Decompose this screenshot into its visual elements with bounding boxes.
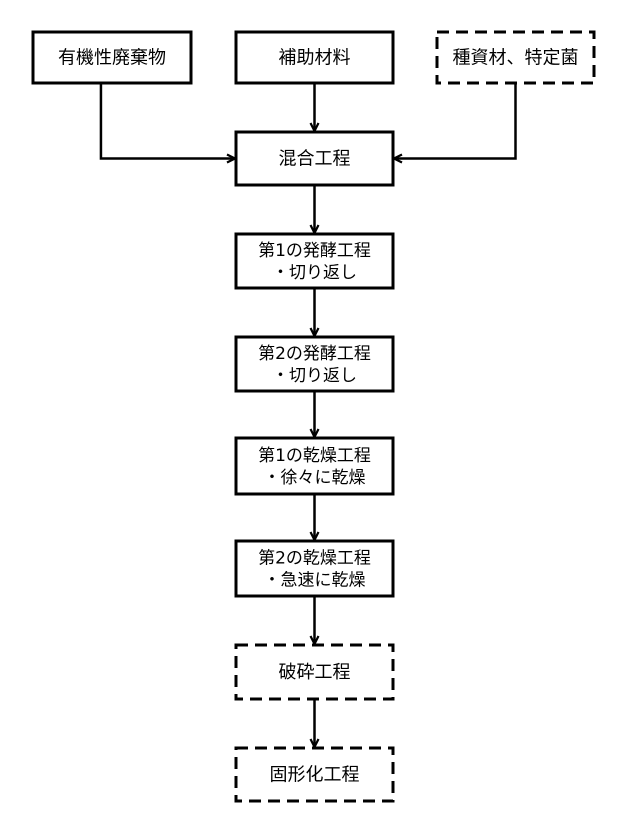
node-mixing-process-label-0: 混合工程 [279, 149, 351, 170]
node-solidification-process-label-0: 固形化工程 [270, 765, 360, 786]
node-fermentation-1-label-1: ・切り返し [272, 263, 357, 283]
node-drying-1: 第1の乾燥工程・徐々に乾燥 [234, 436, 395, 496]
node-seed-material-label-0: 種資材、特定菌 [453, 48, 579, 69]
node-drying-2-label-0: 第2の乾燥工程 [258, 549, 371, 569]
node-fermentation-2: 第2の発酵工程・切り返し [234, 335, 395, 393]
node-crushing-process-label-0: 破砕工程 [279, 662, 351, 683]
node-seed-material-box [435, 30, 596, 85]
node-organic-waste: 有機性廃棄物 [31, 30, 193, 85]
node-auxiliary-material-label-0: 補助材料 [279, 48, 351, 69]
node-drying-1-box [234, 436, 395, 496]
node-auxiliary-material: 補助材料 [234, 30, 395, 85]
node-solidification-process: 固形化工程 [234, 746, 395, 803]
node-drying-1-label-0: 第1の乾燥工程 [258, 446, 371, 466]
node-fermentation-1: 第1の発酵工程・切り返し [234, 232, 395, 290]
node-mixing-process-box [234, 130, 395, 187]
node-solidification-process-box [234, 746, 395, 803]
node-drying-2-box [234, 539, 395, 598]
node-organic-waste-label-0: 有機性廃棄物 [58, 48, 166, 69]
node-fermentation-1-label-0: 第1の発酵工程 [258, 241, 371, 261]
node-drying-1-label-1: ・徐々に乾燥 [264, 468, 366, 488]
node-drying-2: 第2の乾燥工程・急速に乾燥 [234, 539, 395, 598]
node-organic-waste-box [31, 30, 193, 85]
node-mixing-process: 混合工程 [234, 130, 395, 187]
node-fermentation-1-box [234, 232, 395, 290]
node-auxiliary-material-box [234, 30, 395, 85]
node-crushing-process: 破砕工程 [234, 643, 395, 701]
node-fermentation-2-label-1: ・切り返し [272, 366, 357, 386]
edge-organic-waste-to-mixing-process [99, 83, 235, 159]
edges-layer [99, 83, 517, 747]
nodes-layer: 有機性廃棄物補助材料種資材、特定菌混合工程第1の発酵工程・切り返し第2の発酵工程… [31, 30, 596, 803]
node-crushing-process-box [234, 643, 395, 701]
edge-seed-material-to-mixing-process [394, 83, 517, 159]
node-seed-material: 種資材、特定菌 [435, 30, 596, 85]
node-fermentation-2-box [234, 335, 395, 393]
node-drying-2-label-1: ・急速に乾燥 [264, 571, 366, 591]
node-fermentation-2-label-0: 第2の発酵工程 [258, 344, 371, 364]
